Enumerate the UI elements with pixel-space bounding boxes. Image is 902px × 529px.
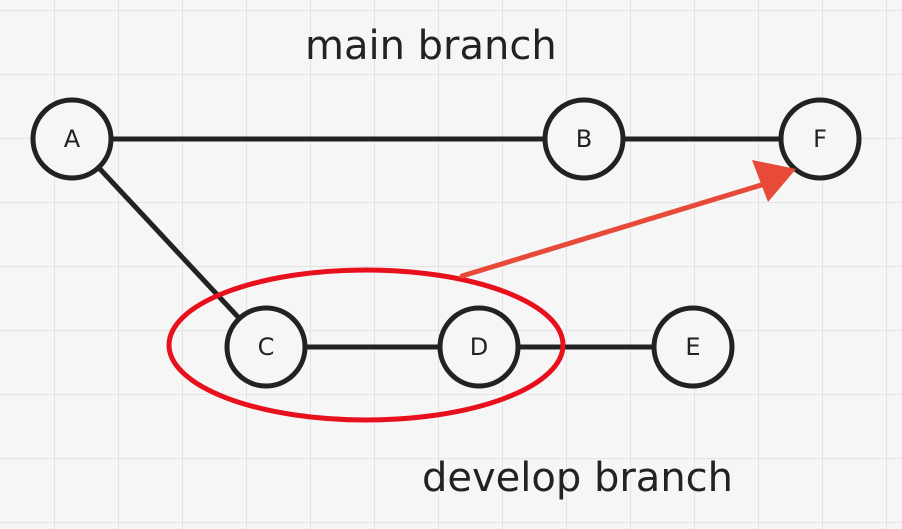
node-b: B <box>542 97 626 181</box>
node-circle <box>778 97 862 181</box>
node-label: B <box>576 125 592 153</box>
node-e: E <box>651 305 735 389</box>
node-circle <box>437 305 521 389</box>
node-circle <box>30 97 114 181</box>
node-circle <box>651 305 735 389</box>
node-circle <box>224 305 308 389</box>
selection-ellipse <box>166 267 566 423</box>
node-f: F <box>778 97 862 181</box>
node-a: A <box>30 97 114 181</box>
merge-arrow-shaft <box>459 180 771 279</box>
merge-arrow-head <box>752 160 796 202</box>
main-branch-label: main branch <box>305 23 557 69</box>
node-c: C <box>224 305 308 389</box>
node-label: A <box>64 125 81 153</box>
node-label: D <box>470 333 488 361</box>
edge-a-c <box>70 137 268 349</box>
node-circle <box>542 97 626 181</box>
develop-branch-label: develop branch <box>422 455 734 501</box>
nodes-layer: A B F C D E <box>30 97 862 389</box>
node-d: D <box>437 305 521 389</box>
overlay-layer <box>166 160 796 423</box>
node-label: F <box>813 125 827 153</box>
node-label: C <box>258 333 275 361</box>
node-label: E <box>685 333 700 361</box>
